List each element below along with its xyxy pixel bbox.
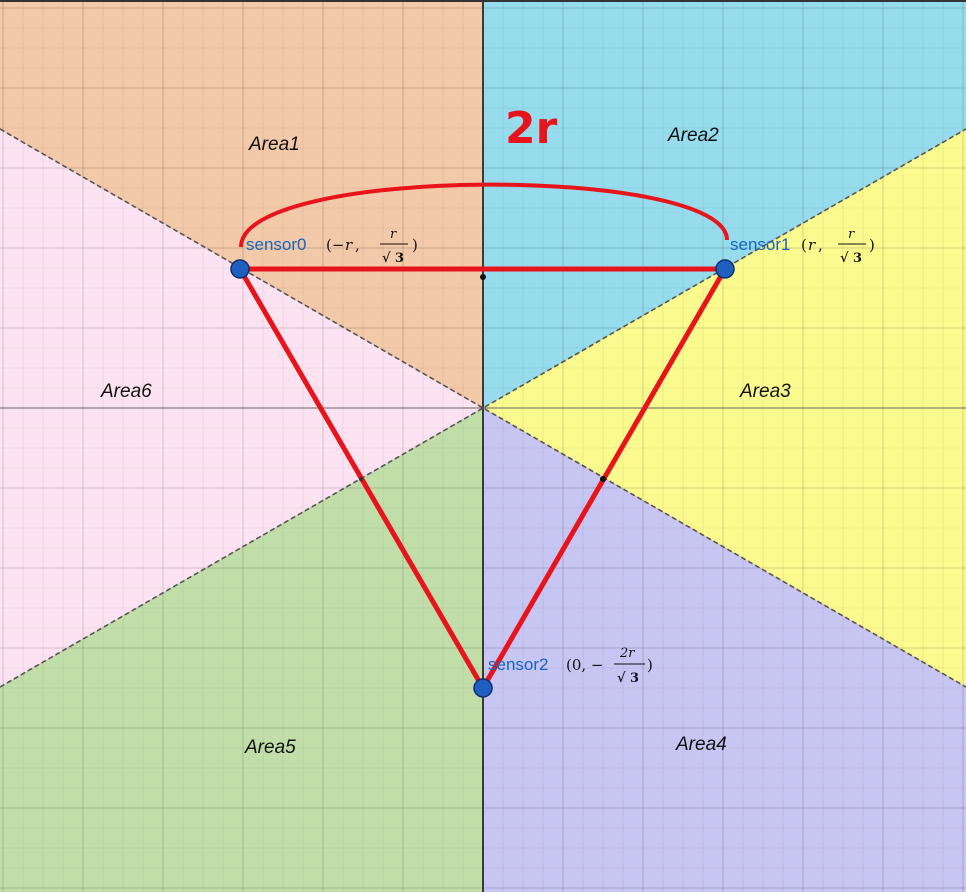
distance-annotation: 2r [505, 103, 558, 154]
sensor2-point[interactable] [473, 678, 493, 698]
sensor1-name: sensor1 [730, 235, 790, 254]
midpoint-dot [480, 274, 486, 280]
sensor2-label: sensor2 (0, − 2r √ 3 ) [488, 646, 653, 686]
sensor0-coord-suffix: ) [412, 236, 418, 254]
region-area5 [0, 408, 483, 892]
area1-label: Area1 [248, 134, 300, 155]
sensor0-coord-x: r [345, 236, 353, 254]
sensor-points [230, 259, 735, 698]
boundary-line-ascending [0, 128, 966, 688]
area6-label: Area6 [100, 381, 152, 402]
intersection-dot [600, 476, 606, 482]
sensor1-coord-sep: , [818, 236, 823, 254]
sensor0-frac-den: 3 [395, 251, 404, 266]
sensor0-point[interactable] [230, 259, 250, 279]
region-area2 [483, 2, 966, 408]
sensor0-label: sensor0 (− r , r √ 3 ) [246, 227, 418, 266]
sensor1-coord-x: r [808, 236, 816, 254]
sensor1-coord-prefix: ( [801, 236, 807, 254]
sensor1-sqrt-sign: √ [840, 251, 849, 266]
sensor1-frac-den: 3 [853, 251, 862, 266]
sensor0-name: sensor0 [246, 235, 306, 254]
sensor1-label: sensor1 ( r , r √ 3 ) [730, 227, 875, 266]
sensor2-frac-den: 3 [630, 671, 639, 686]
sensor0-sqrt-sign: √ [382, 251, 391, 266]
sensor2-coord-prefix: (0, − [566, 656, 604, 674]
area4-label: Area4 [675, 734, 727, 755]
top-border [0, 0, 966, 2]
distance-arc [239, 182, 729, 248]
area5-label: Area5 [244, 737, 296, 758]
sensor0-coord-sep: , [355, 236, 360, 254]
area3-label: Area3 [739, 381, 791, 402]
sensor0-coord-prefix: (− [326, 236, 344, 254]
area2-label: Area2 [667, 125, 719, 146]
region-area1 [0, 2, 483, 408]
sensor1-frac-num: r [848, 227, 855, 242]
sensor0-frac-num: r [390, 227, 397, 242]
sensor2-coord-suffix: ) [647, 656, 653, 674]
sensor2-name: sensor2 [488, 655, 548, 674]
sensor1-coord-suffix: ) [869, 236, 875, 254]
sensor1-point[interactable] [715, 259, 735, 279]
region-area4 [483, 408, 966, 892]
boundary-line-descending [0, 128, 966, 688]
sensor2-frac-num: 2r [619, 646, 635, 661]
intersection-dot-left [359, 477, 363, 481]
sensor2-sqrt-sign: √ [617, 671, 626, 686]
